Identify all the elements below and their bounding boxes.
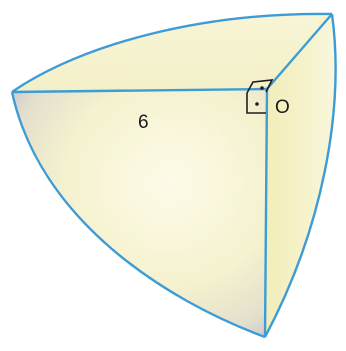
right-curved-face	[265, 14, 336, 337]
right-arc-edge	[263, 13, 337, 338]
top-curved-face	[12, 13, 332, 92]
radius-edge-left	[11, 87, 268, 94]
top-arc-edge	[11, 12, 333, 93]
radius-edge-down	[263, 88, 269, 338]
right-angle-marker	[246, 79, 274, 114]
front-quarter-face	[12, 89, 267, 337]
center-point-label: O	[275, 97, 290, 118]
front-arc-edge	[10, 91, 266, 339]
radius-label: 6	[138, 112, 149, 133]
radius-edge-back	[266, 13, 333, 90]
